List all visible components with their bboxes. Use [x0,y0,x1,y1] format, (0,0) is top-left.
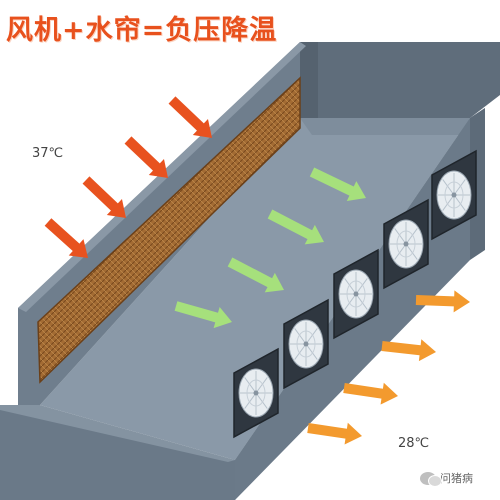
airflow-arrows [44,96,470,445]
exhaust-fan-icon [333,248,379,340]
exhaust-air-arrow-icon [415,290,470,313]
exhaust-fan-icon [283,298,329,390]
exhaust-fan-icon [233,347,279,439]
hot-air-arrow-icon [124,136,168,178]
watermark: 问猪病 [420,470,473,487]
diagram-title: 风机+水帘=负压降温 [6,15,278,46]
right-wall-end [470,108,485,260]
hot-air-arrow-icon [82,176,126,218]
inside-temperature-label: 37℃ [32,146,64,161]
cool-air-arrow-icon [267,209,324,245]
exhaust-fan-icon [383,198,429,290]
exhaust-air-arrow-icon [381,339,436,362]
floor-far [300,118,470,135]
cooling-pad-icon [37,76,301,384]
exhaust-air-arrow-icon [343,382,398,405]
exhaust-fan-icon [431,149,477,241]
front-wall [0,405,235,500]
back-gable [300,42,500,118]
wechat-icon [420,471,442,487]
cool-air-arrow-icon [309,167,366,201]
cool-air-arrow-icon [227,257,284,293]
floor [40,118,470,460]
exhaust-air-arrow-icon [307,422,362,445]
hot-air-arrow-icon [44,218,88,258]
exhaust-fans [233,149,477,439]
watermark-text: 问猪病 [440,472,473,485]
hot-air-arrow-icon [168,96,212,138]
cool-air-arrow-icon [174,301,232,329]
outside-temperature-label: 28℃ [398,436,430,451]
front-wall-top [0,405,235,462]
back-wall-edge [300,42,318,118]
